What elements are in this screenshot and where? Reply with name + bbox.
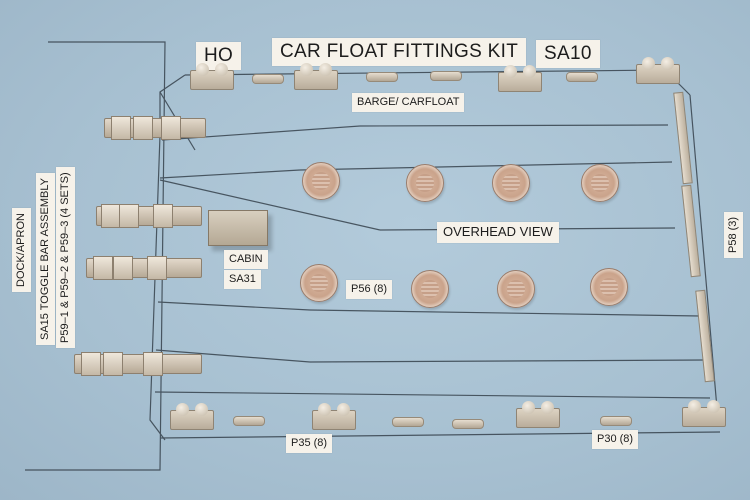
overhead-view-label: OVERHEAD VIEW bbox=[437, 222, 559, 243]
toggle-bar-part bbox=[74, 352, 202, 376]
cleat-part bbox=[430, 71, 462, 81]
hatch-part bbox=[411, 270, 449, 308]
hatch-part bbox=[300, 264, 338, 302]
kit-number-label: SA10 bbox=[536, 40, 600, 68]
toggle-assembly-label: SA15 TOGGLE BAR ASSEMBLY bbox=[36, 172, 55, 345]
bitt-part bbox=[294, 63, 338, 90]
bitt-part bbox=[498, 65, 542, 92]
toggle-bar-part bbox=[104, 116, 206, 140]
cleat-part bbox=[600, 416, 632, 426]
bitt-part bbox=[190, 63, 234, 90]
bitt-part bbox=[312, 403, 356, 430]
dock-apron-label: DOCK/APRON bbox=[12, 208, 31, 292]
hatch-part bbox=[581, 164, 619, 202]
cleat-part-label: P30 (8) bbox=[592, 430, 639, 449]
cleat-part bbox=[366, 72, 398, 82]
hatch-part bbox=[302, 162, 340, 200]
toggle-parts-label: P59–1 & P59–2 & P59–3 (4 SETS) bbox=[56, 167, 75, 348]
cleat-part bbox=[452, 419, 484, 429]
cabin-part-label: SA31 bbox=[224, 270, 261, 289]
cleat-part bbox=[233, 416, 265, 426]
bitt-part-label: P35 (8) bbox=[286, 434, 333, 453]
kit-title-label: CAR FLOAT FITTINGS KIT bbox=[272, 38, 527, 66]
toggle-bar-part bbox=[96, 204, 202, 228]
rail-part-label: P58 (3) bbox=[724, 211, 743, 258]
bitt-part bbox=[516, 401, 560, 428]
toggle-bar-part bbox=[86, 256, 202, 280]
cabin-label: CABIN bbox=[224, 250, 268, 269]
bitt-part bbox=[636, 57, 680, 84]
cleat-part bbox=[392, 417, 424, 427]
bitt-part bbox=[682, 400, 726, 427]
hatch-part-label: P56 (8) bbox=[346, 280, 393, 299]
hatch-part bbox=[497, 270, 535, 308]
hatch-part bbox=[492, 164, 530, 202]
hatch-part bbox=[590, 268, 628, 306]
cabin-part bbox=[208, 210, 268, 246]
bitt-part bbox=[170, 403, 214, 430]
hatch-part bbox=[406, 164, 444, 202]
cleat-part bbox=[252, 74, 284, 84]
cleat-part bbox=[566, 72, 598, 82]
barge-label: BARGE/ CARFLOAT bbox=[352, 93, 465, 112]
